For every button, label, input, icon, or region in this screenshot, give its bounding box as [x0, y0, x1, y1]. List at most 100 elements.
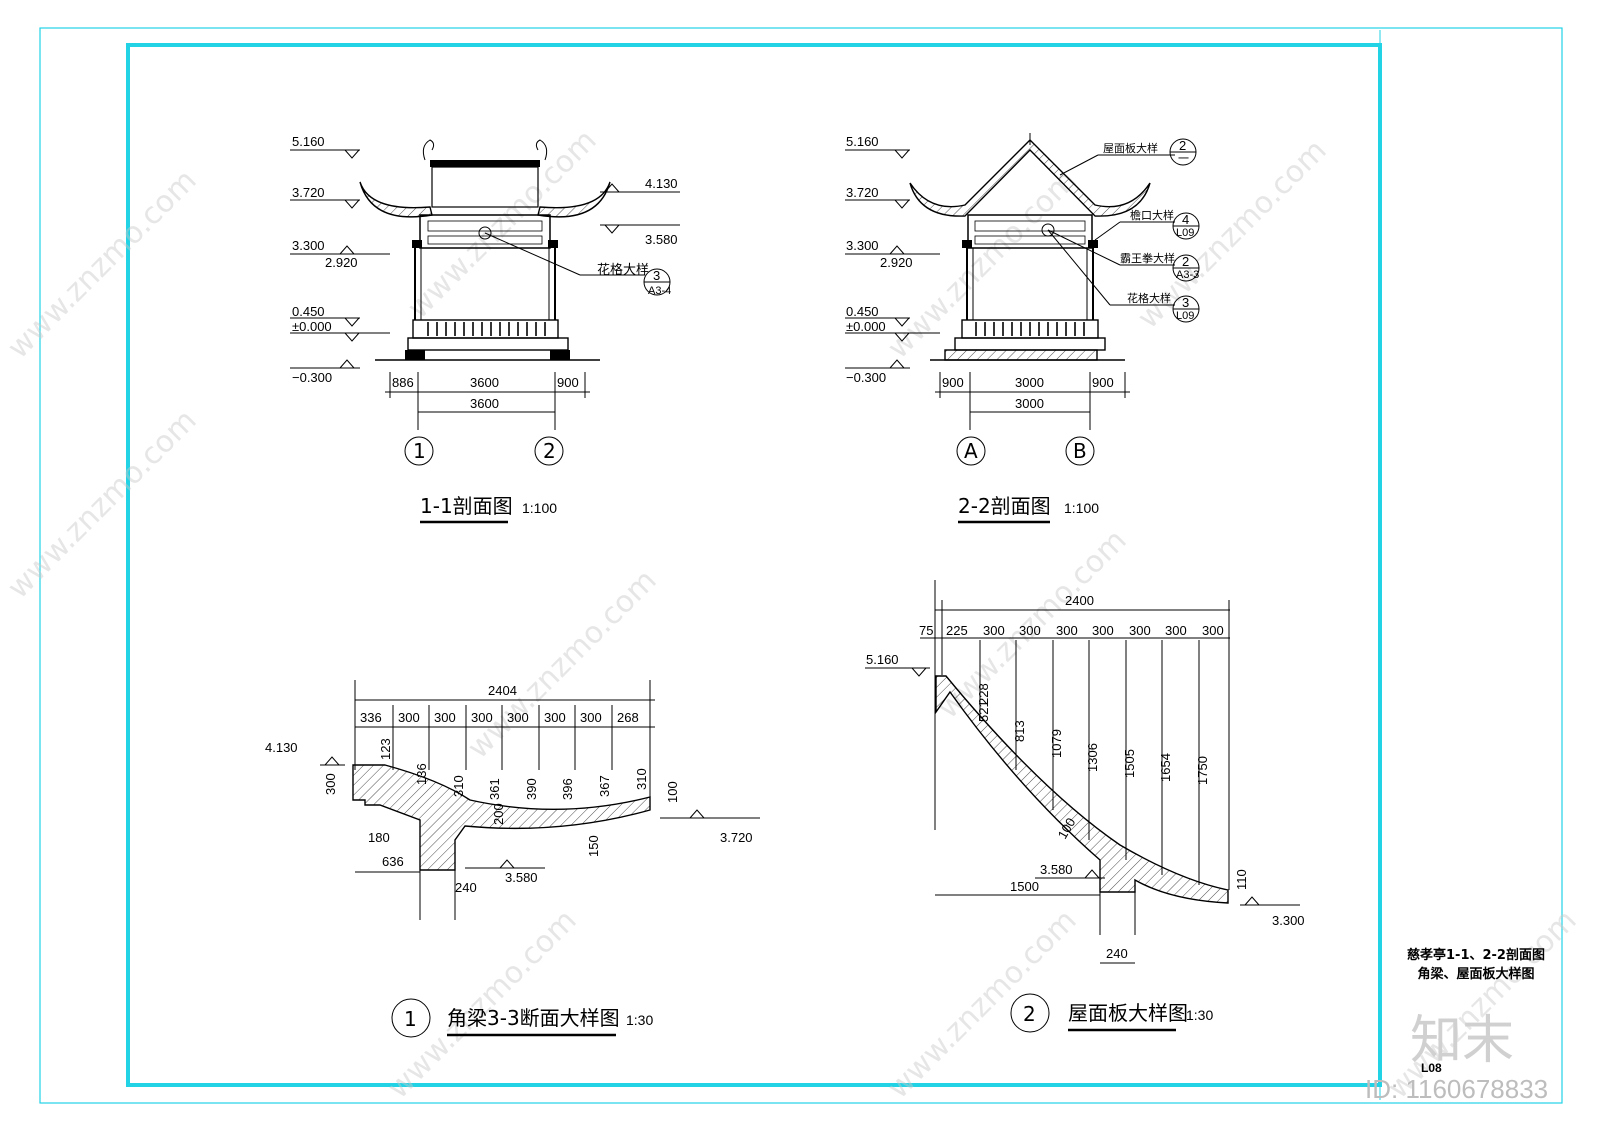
svg-text:300: 300	[434, 710, 456, 725]
svg-text:225: 225	[946, 623, 968, 638]
svg-text:2: 2	[1179, 138, 1186, 153]
svg-text:www.znzmo.com: www.znzmo.com	[881, 903, 1084, 1106]
svg-text:123: 123	[378, 738, 393, 760]
svg-text:1750: 1750	[1195, 756, 1210, 785]
svg-text:3000: 3000	[1015, 396, 1044, 411]
svg-text:300: 300	[1165, 623, 1187, 638]
svg-text:1500: 1500	[1010, 879, 1039, 894]
svg-text:900: 900	[557, 375, 579, 390]
svg-text:268: 268	[617, 710, 639, 725]
svg-text:100: 100	[665, 781, 680, 803]
svg-text:300: 300	[507, 710, 529, 725]
svg-text:300: 300	[1019, 623, 1041, 638]
svg-text:636: 636	[382, 854, 404, 869]
svg-text:L09: L09	[1176, 227, 1194, 239]
svg-text:L09: L09	[1176, 310, 1194, 322]
svg-text:www.znzmo.com: www.znzmo.com	[401, 123, 604, 326]
dims-1-1: 886 3600 900 3600 1 2	[385, 372, 590, 466]
svg-text:3600: 3600	[470, 396, 499, 411]
svg-text:396: 396	[560, 778, 575, 800]
level-3580: 3.580	[645, 232, 678, 247]
svg-text:75: 75	[919, 623, 933, 638]
svg-text:361: 361	[487, 778, 502, 800]
axis-1: 1	[413, 439, 426, 463]
level-0450: 0.450	[292, 304, 325, 319]
scale-1-1: 1:100	[522, 500, 557, 516]
detail-2-heights: 228 521 813 1079 1306 1505 1654 1750	[976, 683, 1210, 785]
svg-text:180: 180	[368, 830, 390, 845]
svg-text:3000: 3000	[1015, 375, 1044, 390]
svg-text:1079: 1079	[1049, 729, 1064, 758]
svg-text:300: 300	[580, 710, 602, 725]
svg-text:300: 300	[544, 710, 566, 725]
svg-text:檐口大样: 檐口大样	[1130, 208, 1174, 222]
svg-text:240: 240	[455, 880, 477, 895]
svg-text:300: 300	[1056, 623, 1078, 638]
svg-text:2404: 2404	[488, 683, 517, 698]
svg-text:886: 886	[392, 375, 414, 390]
level-3720: 3.720	[292, 185, 325, 200]
svg-text:900: 900	[1092, 375, 1114, 390]
svg-text:3600: 3600	[470, 375, 499, 390]
svg-text:1:30: 1:30	[626, 1012, 653, 1028]
svg-text:3.720: 3.720	[720, 830, 753, 845]
svg-text:www.znzmo.com: www.znzmo.com	[1, 163, 204, 366]
level-4130: 4.130	[645, 176, 678, 191]
svg-text:霸王拳大样: 霸王拳大样	[1120, 251, 1175, 265]
svg-text:3.300: 3.300	[846, 238, 879, 253]
level-0000: ±0.000	[292, 319, 332, 334]
svg-text:228: 228	[976, 683, 991, 705]
inner-frame	[126, 43, 1382, 1087]
id-label: ID: 1160678833	[1365, 1074, 1549, 1104]
svg-text:300: 300	[398, 710, 420, 725]
svg-text:3.720: 3.720	[846, 185, 879, 200]
svg-text:花格大样: 花格大样	[1127, 291, 1171, 305]
watermarks: www.znzmo.com www.znzmo.com www.znzmo.co…	[1, 123, 1584, 1106]
level-marks-1-1: 5.160 3.720 3.300 2.920 0.450 ±0.000 −0.…	[290, 134, 680, 385]
svg-text:一: 一	[1178, 153, 1189, 165]
svg-text:2.920: 2.920	[880, 255, 913, 270]
svg-text:300: 300	[983, 623, 1005, 638]
callout-1-1-huage: 花格大样 3 A3-4	[484, 232, 671, 297]
svg-text:300: 300	[323, 773, 338, 795]
title-1-1: 1-1剖面图	[420, 494, 513, 518]
svg-text:1505: 1505	[1122, 749, 1137, 778]
scale-2-2: 1:100	[1064, 500, 1099, 516]
svg-text:2: 2	[1023, 1002, 1036, 1026]
level-minus-0300: −0.300	[292, 370, 332, 385]
callouts-2-2: 屋面板大样 2 一 檐口大样 4 L09 霸王拳大样 2 A3-3 花格大样 3…	[1047, 138, 1200, 323]
svg-text:−0.300: −0.300	[846, 370, 886, 385]
svg-text:0.450: 0.450	[846, 304, 879, 319]
svg-text:A3-4: A3-4	[648, 285, 671, 297]
svg-text:1: 1	[404, 1007, 417, 1031]
svg-text:4.130: 4.130	[265, 740, 298, 755]
section-1-1: 5.160 3.720 3.300 2.920 0.450 ±0.000 −0.…	[290, 134, 680, 524]
sheet-number: L08	[1421, 1061, 1442, 1075]
svg-text:310: 310	[634, 768, 649, 790]
svg-text:3.580: 3.580	[1040, 862, 1073, 877]
svg-text:4: 4	[1182, 212, 1189, 227]
sheet-title-line2: 角梁、屋面板大样图	[1417, 967, 1535, 982]
svg-text:1:30: 1:30	[1186, 1007, 1213, 1023]
svg-text:2: 2	[1182, 254, 1189, 269]
svg-text:1306: 1306	[1085, 743, 1100, 772]
svg-text:900: 900	[942, 375, 964, 390]
svg-text:390: 390	[524, 778, 539, 800]
level-3300: 3.300	[292, 238, 325, 253]
svg-text:5.160: 5.160	[846, 134, 879, 149]
svg-text:3.580: 3.580	[505, 870, 538, 885]
level-marks-2-2: 5.160 3.720 3.300 2.920 0.450 ±0.000 −0.…	[845, 134, 940, 385]
svg-text:www.znzmo.com: www.znzmo.com	[381, 903, 584, 1106]
svg-text:www.znzmo.com: www.znzmo.com	[461, 563, 664, 766]
svg-text:300: 300	[1129, 623, 1151, 638]
svg-text:336: 336	[360, 710, 382, 725]
svg-text:200: 200	[491, 803, 506, 825]
detail-1-corner-beam: 2404 336 300 300 300 300 300 300 268 123…	[265, 680, 760, 1038]
axis-2: 2	[543, 439, 556, 463]
title-detail-1: 角梁3-3断面大样图	[447, 1006, 620, 1030]
svg-text:150: 150	[586, 835, 601, 857]
svg-text:3: 3	[653, 268, 660, 283]
svg-text:1654: 1654	[1158, 753, 1173, 782]
axis-b: B	[1073, 439, 1087, 463]
